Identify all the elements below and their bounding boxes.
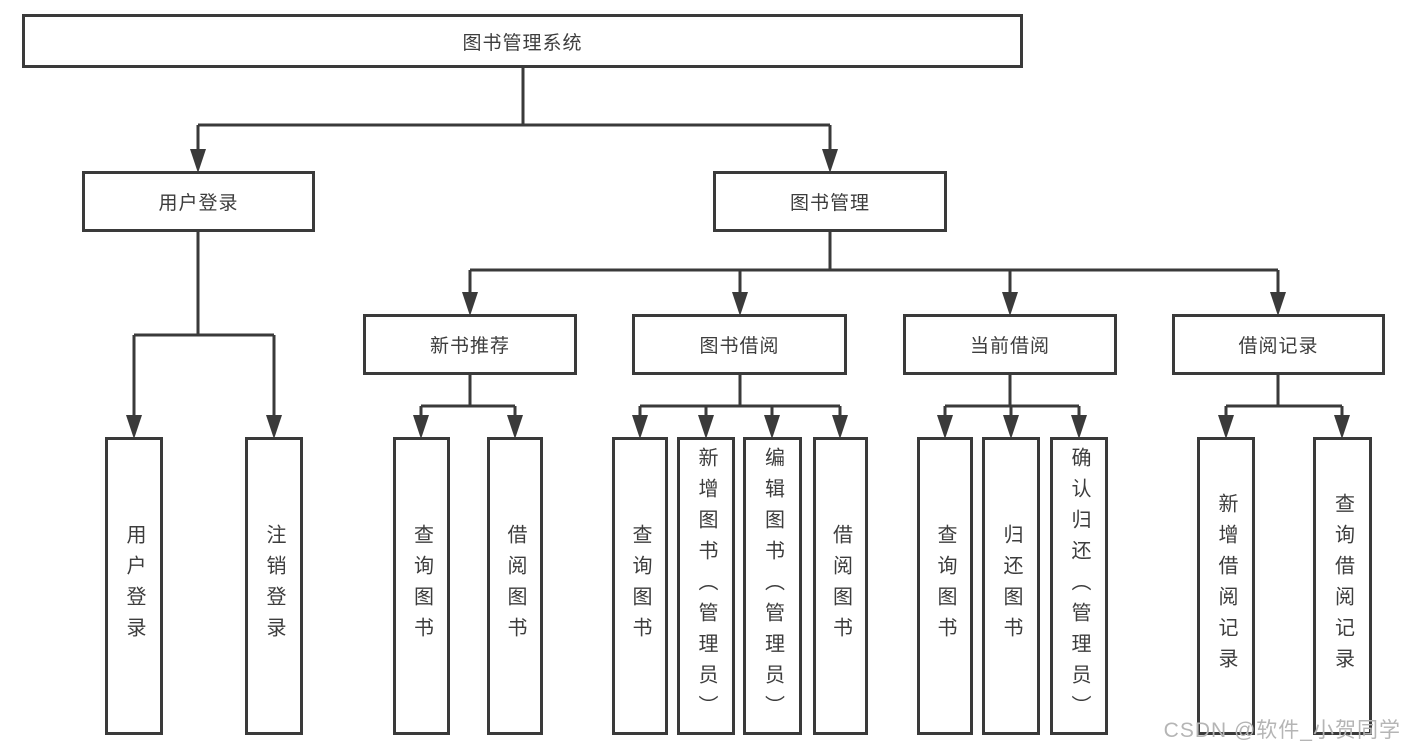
leaf-label: 注销登录 xyxy=(263,524,285,648)
node-label: 借阅记录 xyxy=(1238,336,1319,357)
node-label: 用户登录 xyxy=(158,193,239,214)
node-current-borrow: 当前借阅 xyxy=(903,314,1117,375)
node-label: 当前借阅 xyxy=(969,336,1050,357)
leaf-edit-books-admin: 编辑图书（管理员） xyxy=(743,437,802,735)
node-root-system: 图书管理系统 xyxy=(22,14,1023,68)
leaf-label: 用户登录 xyxy=(123,524,145,648)
leaf-query-books-recommend: 查询图书 xyxy=(393,437,450,735)
leaf-user-login: 用户登录 xyxy=(105,437,163,735)
node-book-borrow: 图书借阅 xyxy=(632,314,847,375)
leaf-query-books-borrow: 查询图书 xyxy=(612,437,668,735)
leaf-label: 查询图书 xyxy=(410,524,433,648)
leaf-add-books-admin: 新增图书（管理员） xyxy=(677,437,735,735)
leaf-label: 借阅图书 xyxy=(504,524,526,648)
leaf-label: 编辑图书（管理员） xyxy=(761,446,784,726)
node-borrow-records: 借阅记录 xyxy=(1172,314,1385,375)
leaf-add-borrow-record: 新增借阅记录 xyxy=(1197,437,1255,735)
leaf-label: 借阅图书 xyxy=(829,524,852,648)
leaf-label: 归还图书 xyxy=(1000,524,1022,648)
csdn-watermark: CSDN @软件_小贺同学 xyxy=(1163,719,1401,742)
leaf-label: 确认归还（管理员） xyxy=(1068,446,1090,726)
leaf-logout: 注销登录 xyxy=(245,437,303,735)
node-label: 图书借阅 xyxy=(699,336,780,357)
leaf-return-books: 归还图书 xyxy=(982,437,1040,735)
node-label: 图书管理系统 xyxy=(462,32,583,54)
leaf-query-borrow-record: 查询借阅记录 xyxy=(1313,437,1372,735)
node-new-book-recommend: 新书推荐 xyxy=(363,314,577,375)
leaf-label: 新增图书（管理员） xyxy=(695,446,717,726)
leaf-borrow-books-recommend: 借阅图书 xyxy=(487,437,543,735)
leaf-borrow-books: 借阅图书 xyxy=(813,437,868,735)
leaf-label: 新增借阅记录 xyxy=(1215,493,1237,679)
leaf-query-books-current: 查询图书 xyxy=(917,437,973,735)
node-user-login: 用户登录 xyxy=(82,171,315,232)
leaf-label: 查询借阅记录 xyxy=(1331,493,1354,679)
leaf-label: 查询图书 xyxy=(629,524,651,648)
node-book-management: 图书管理 xyxy=(713,171,947,232)
node-label: 新书推荐 xyxy=(429,336,510,357)
node-label: 图书管理 xyxy=(789,193,870,214)
leaf-label: 查询图书 xyxy=(934,524,956,648)
leaf-confirm-return-admin: 确认归还（管理员） xyxy=(1050,437,1108,735)
